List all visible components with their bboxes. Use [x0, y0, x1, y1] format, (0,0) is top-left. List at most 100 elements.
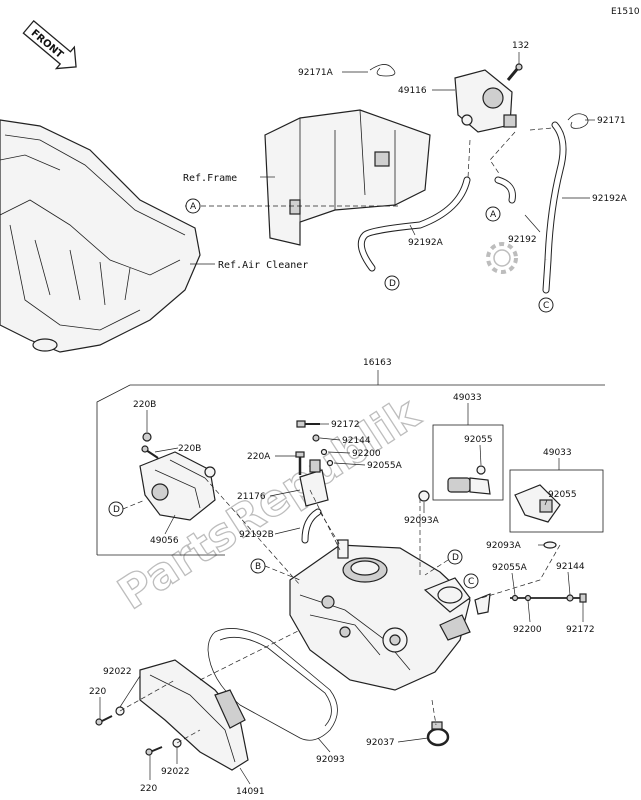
- callout-d-left-line: [122, 499, 146, 510]
- washer-bottom-line: [176, 729, 201, 744]
- part-label-92192: 92192: [508, 235, 537, 245]
- part-label-49033-left: 49033: [453, 393, 482, 403]
- part-label-49033-right: 49033: [543, 448, 572, 458]
- part-label-49056: 49056: [150, 536, 179, 546]
- svg-text:C: C: [468, 577, 474, 587]
- callout-d-right: D: [447, 549, 463, 565]
- front-direction-arrow-icon: FRONT: [22, 19, 77, 70]
- diagram-code: E1510: [611, 7, 640, 17]
- hose-92192a-left: [357, 176, 471, 272]
- screw-220-bottom: [145, 746, 163, 756]
- svg-text:D: D: [389, 279, 396, 289]
- right-injector-line: [474, 544, 561, 601]
- callout-d-upper: D: [384, 275, 400, 291]
- part-label-92022-bottom: 92022: [161, 767, 190, 777]
- sensor-21176: [299, 459, 329, 507]
- part-label-92037: 92037: [366, 738, 395, 748]
- screw-220-left: [95, 715, 113, 726]
- screw-stack-top: [296, 420, 334, 467]
- svg-text:D: D: [452, 553, 459, 563]
- callout-d-left: D: [108, 501, 124, 517]
- part-label-92172-top: 92172: [331, 420, 360, 430]
- part-label-92144-top: 92144: [342, 436, 371, 446]
- sensor-to-body-line: [309, 489, 341, 551]
- svg-text:D: D: [113, 505, 120, 515]
- hose-92192a-right: [542, 121, 567, 294]
- callout-d-right-line: [424, 559, 449, 576]
- hose-to-body-line: [319, 511, 341, 546]
- part-label-21176: 21176: [237, 492, 266, 502]
- injector-49033-right: [514, 484, 561, 523]
- injector-box-right: [509, 469, 604, 533]
- part-label-92192a-right: 92192A: [592, 194, 628, 204]
- svg-text:C: C: [543, 301, 549, 311]
- hose-92192: [494, 176, 516, 204]
- throttle-body: [289, 539, 471, 691]
- o-ring-92093a-left: [418, 490, 430, 502]
- part-label-14091: 14091: [236, 787, 265, 797]
- part-label-92055a-bottom: 92055A: [492, 563, 528, 573]
- part-label-92055-left: 92055: [464, 435, 493, 445]
- solenoid-valve: [454, 69, 517, 133]
- hose-92192b: [301, 508, 322, 544]
- clamp-92037: [426, 721, 450, 747]
- ref-frame-label: Ref.Frame: [183, 173, 237, 184]
- part-label-92200-bottom: 92200: [513, 625, 542, 635]
- part-label-132: 132: [512, 41, 529, 51]
- screw-220a: [295, 451, 305, 475]
- watermark-gear-icon: [486, 242, 518, 274]
- body-to-clamp-line: [431, 699, 437, 726]
- part-label-92093: 92093: [316, 755, 345, 765]
- part-label-220b-top: 220B: [133, 400, 156, 410]
- part-label-16163: 16163: [363, 358, 392, 368]
- part-label-220-left: 220: [89, 687, 106, 697]
- ref-air-cleaner-label: Ref.Air Cleaner: [218, 260, 308, 271]
- valve-to-hose-line: [467, 139, 471, 179]
- part-label-92200-top: 92200: [352, 449, 381, 459]
- part-label-92192a-left: 92192A: [408, 238, 444, 248]
- clip-92171a: [369, 64, 396, 77]
- leader-lines: [99, 52, 595, 785]
- screw-220b-top: [142, 432, 152, 442]
- cover14091-to-body-line: [199, 629, 301, 681]
- part-label-92093a-left: 92093A: [404, 516, 440, 526]
- valve-outlet-line: [489, 131, 516, 176]
- injector-49033-left: [447, 465, 491, 495]
- washer-top-line: [119, 679, 176, 712]
- screw-stack-bottom: [510, 593, 587, 603]
- part-label-92022-top: 92022: [103, 667, 132, 677]
- part-label-92093a-right: 92093A: [486, 541, 522, 551]
- part-label-92144-bottom: 92144: [556, 562, 585, 572]
- valve-to-right-hose-line: [529, 127, 553, 131]
- callout-b-line: [264, 565, 301, 581]
- part-label-220a: 220A: [247, 452, 271, 462]
- part-label-220-bottom: 220: [140, 784, 157, 794]
- svg-text:A: A: [490, 210, 497, 220]
- hose-fitting: [474, 593, 491, 615]
- part-label-92192b: 92192B: [239, 530, 274, 540]
- cover-14091: [139, 659, 249, 771]
- svg-text:A: A: [190, 202, 197, 212]
- part-label-220b-mid: 220B: [178, 444, 201, 454]
- callout-b-left: B: [250, 558, 266, 574]
- part-label-92172-bottom: 92172: [566, 625, 595, 635]
- o-ring-92093a-right: [543, 541, 557, 549]
- part-label-92171a: 92171A: [298, 68, 334, 78]
- frame-bracket: [264, 109, 431, 246]
- svg-text:B: B: [255, 562, 261, 572]
- screw-220b-mid: [141, 445, 159, 459]
- callout-a-upper: A: [185, 198, 201, 214]
- bolt-132: [506, 63, 523, 81]
- part-label-49116: 49116: [398, 86, 427, 96]
- callout-a-right: A: [485, 206, 501, 222]
- belt-inner: [219, 636, 332, 727]
- air-cleaner-housing: [0, 119, 201, 353]
- belt-92093: [207, 628, 338, 741]
- assembly-group-bracket: [96, 384, 605, 555]
- callout-c-upper: C: [538, 297, 554, 313]
- part-label-92171: 92171: [597, 116, 626, 126]
- clip-92171: [567, 113, 589, 129]
- callout-c-right: C: [463, 573, 479, 589]
- part-label-92055-right: 92055: [548, 490, 577, 500]
